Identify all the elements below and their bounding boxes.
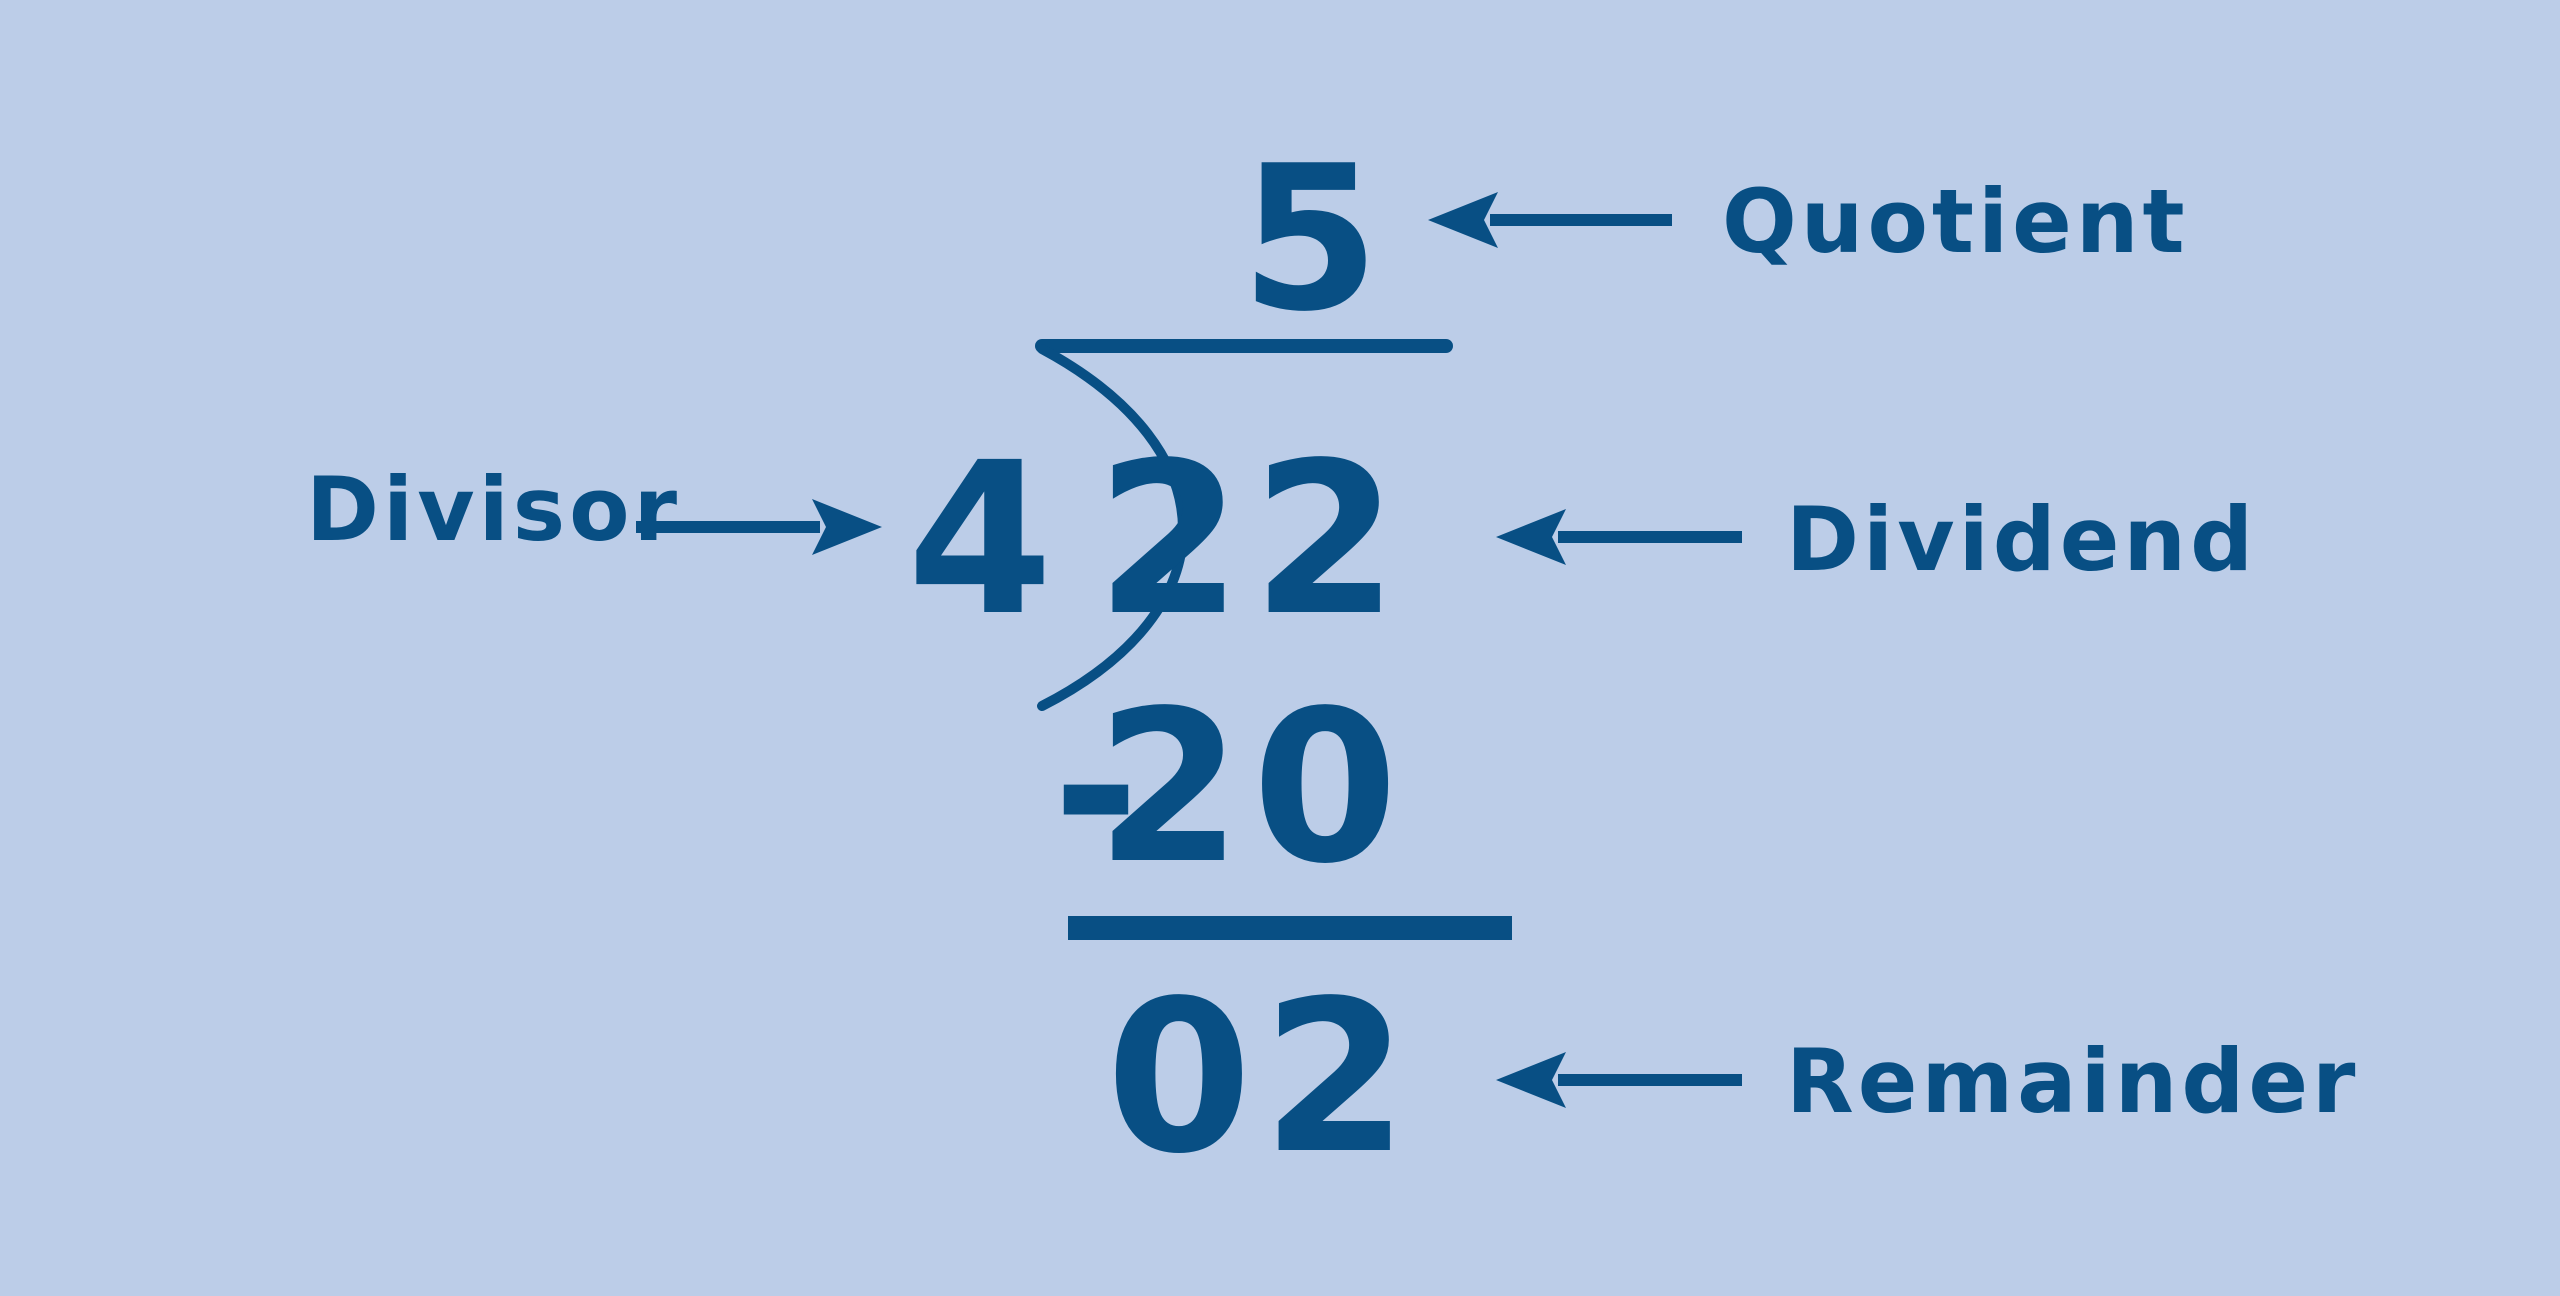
- dividend-label: Dividend: [1786, 488, 2257, 591]
- divisor-label: Divisor: [306, 458, 681, 561]
- remainder-value: 02: [1106, 955, 1418, 1200]
- dividend-value: 22: [1096, 417, 1408, 662]
- bracket-curve: [1037, 344, 1188, 711]
- dividend-arrow-icon: [1496, 509, 1742, 565]
- quotient-value: 5: [1240, 123, 1379, 356]
- quotient-label: Quotient: [1722, 170, 2189, 273]
- divisor-arrow-icon: [636, 499, 882, 555]
- division-bracket: [1035, 339, 1453, 711]
- minus-sign: -: [1052, 665, 1139, 910]
- divisor-value: 4: [907, 417, 1053, 662]
- remainder-arrow-icon: [1496, 1052, 1742, 1108]
- subtrahend-value: 20: [1096, 665, 1408, 910]
- quotient-arrow-icon: [1428, 192, 1672, 248]
- result-bar: [1068, 916, 1512, 940]
- remainder-label: Remainder: [1786, 1030, 2359, 1133]
